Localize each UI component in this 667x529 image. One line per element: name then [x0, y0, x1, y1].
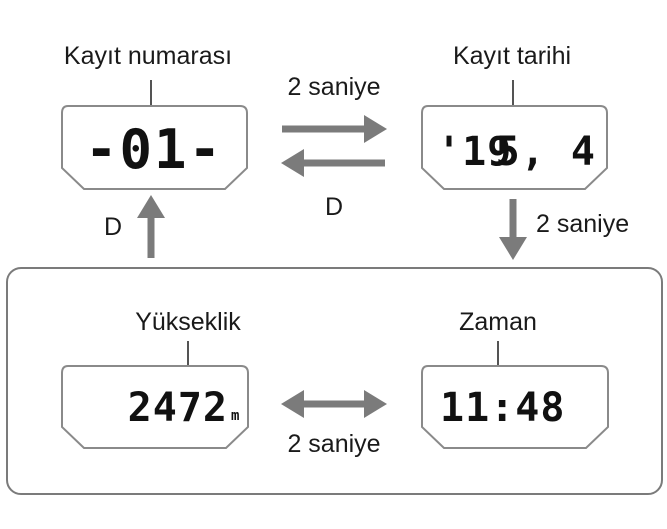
arrow-date-to-number-head — [281, 149, 304, 177]
altitude-time-label: 2 saniye — [287, 430, 380, 458]
cycle-group-frame — [6, 267, 663, 495]
record-number-label: Kayıt numarası — [64, 42, 232, 70]
altitude-to-number-label: D — [104, 213, 122, 241]
record-date-display — [421, 105, 608, 190]
arrow-number-to-date-head — [364, 115, 387, 143]
altitude-display — [61, 365, 249, 449]
arrow-date-to-time-head — [499, 237, 527, 260]
time-value: 11:48 — [440, 385, 565, 431]
arrow-altitude-time-right-head — [364, 390, 387, 418]
record-date-year: '19 — [437, 129, 512, 175]
record-number-value: -01- — [85, 118, 223, 181]
time-label: Zaman — [459, 308, 537, 336]
record-number-display — [61, 105, 248, 190]
date-to-number-label: D — [325, 193, 343, 221]
date-to-time-label: 2 saniye — [536, 210, 629, 238]
number-to-date-label: 2 saniye — [287, 73, 380, 101]
time-display — [421, 365, 609, 449]
arrow-to-record-number-head — [137, 195, 165, 218]
altitude-value: 2472 — [128, 385, 228, 431]
arrow-altitude-time-left-head — [281, 390, 304, 418]
altitude-unit: m — [231, 408, 239, 424]
record-date-label: Kayıt tarihi — [453, 42, 571, 70]
record-date-day: 5, 4 — [496, 129, 596, 175]
altitude-label: Yükseklik — [135, 308, 241, 336]
